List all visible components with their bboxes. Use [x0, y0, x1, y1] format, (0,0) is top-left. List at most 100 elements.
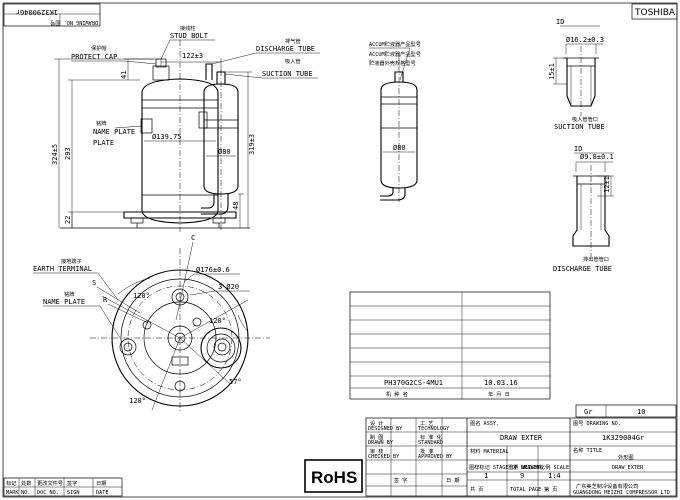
title-value: DRAW EXTER: [612, 465, 644, 471]
model-value: PH370G2CS-4MU1: [384, 379, 443, 387]
dim-16: Ø16.2±0.3: [566, 36, 604, 44]
assy-label: 图名 ASSY.: [470, 419, 499, 427]
name-plate-cn: 铭牌: [96, 119, 106, 127]
company-cn: 广东美芝制冷设备有限公司: [576, 482, 638, 490]
discharge-tube-label: DISCHARGE TUBE: [256, 45, 315, 53]
discharge-tube2-label: DISCHARGE TUBE: [553, 265, 612, 273]
front-view-dimensions: 122±3 41 Ø139.75 Ø80 324±5 293 319±3 48 …: [51, 52, 256, 228]
rev-count: 处数: [21, 479, 32, 487]
stage-value: 1: [484, 472, 488, 480]
designed-cn: 设 计: [370, 419, 384, 427]
dwg-no-label: 图号 DRAWING NO.: [573, 420, 621, 427]
stud-bolt-cn: 接线柱: [180, 24, 196, 32]
weight-label: 重量 WEIGHT: [508, 463, 540, 471]
dim-122: 122±3: [182, 52, 203, 60]
angle-120-b: 120°: [209, 317, 226, 325]
rev-doc: 更改文件号: [37, 479, 63, 487]
suction-tube2-cn: 吸入管管口: [572, 115, 598, 123]
dim-48: 48: [232, 202, 240, 210]
page-label: 第 页: [544, 485, 558, 493]
rotated-drawing-no-value: 1K329004Gr: [16, 8, 58, 16]
rev-mark: 标记: [6, 479, 16, 487]
suction-tube2-label: SUCTION TUBE: [554, 123, 605, 131]
standard-label: STANDARD: [418, 440, 443, 446]
gr-value: 10: [637, 408, 645, 416]
rotated-drawing-no-label: DRAWING NO. 图号: [50, 19, 98, 26]
compressor-front-view: [60, 40, 250, 232]
dim-324: 324±5: [51, 144, 59, 165]
section-c-label: C: [191, 234, 195, 242]
angle-120-a: 120°: [133, 292, 150, 300]
r-label: R: [103, 296, 108, 304]
bottom-view-annotations: C S R Ø176±0.6 3-Ø20 120° 120° 120° 57° …: [33, 234, 250, 405]
dwg-no-value: 1K329004Gr: [602, 434, 644, 442]
standard-cn: 标 准 化: [420, 433, 442, 441]
scale-value: 1:4: [548, 472, 561, 480]
material-label: 材料 MATERIAL: [470, 447, 508, 455]
designed-label: DESIGNED BY: [368, 426, 403, 432]
gr-label: Gr: [584, 408, 592, 416]
dim-293: 293: [64, 147, 72, 160]
tech-label: TECHNOLOGY: [418, 426, 450, 432]
stud-bolt-label: STUD BOLT: [170, 32, 209, 40]
total-label: TOTAL PAGE: [510, 487, 541, 493]
id-label-1: ID: [556, 18, 564, 26]
rohs-badge: RoHS: [304, 459, 363, 493]
name-plate-label: NAME PLATE: [93, 128, 135, 136]
title-label: 名称 TITLE: [573, 446, 602, 454]
angle-57: 57°: [229, 378, 242, 386]
weight-value: 9: [520, 472, 524, 480]
revision-strip: 标记 处数 更改文件号 签字 日期 MARK NO. DOC NO. SIGN …: [3, 477, 123, 497]
dim-98: Ø9.8±0.1: [580, 153, 614, 161]
earth-terminal-cn: 接地端子: [61, 257, 82, 265]
accum-label-1: ACCUM贮液器产品型号: [369, 40, 421, 48]
approved-cn: 批 准: [420, 447, 434, 455]
dim-139: Ø139.75: [152, 133, 182, 141]
rotated-drawing-no: 1K329004Gr DRAWING NO. 图号: [3, 3, 101, 27]
s-label: S: [92, 279, 96, 287]
discharge-tube2-cn: 排出管管口: [583, 255, 609, 263]
name-plate-label-2: PLATE: [93, 139, 114, 147]
suction-tube-label: SUCTION TUBE: [262, 70, 313, 78]
checked-cn: 审 核: [370, 447, 384, 455]
discharge-tube-cn: 排气管: [285, 37, 301, 45]
dim-22: 22: [64, 216, 72, 224]
dim-319: 319±3: [248, 134, 256, 155]
brand-name: TOSHIBA: [634, 8, 676, 18]
signature-cn: 签 字: [394, 476, 408, 484]
rev-doc-en: DOC NO.: [37, 490, 59, 496]
protect-cap-label: PROTECT CAP: [71, 53, 117, 61]
model-label: 机 种 名: [386, 390, 408, 398]
rev-sign: 签字: [67, 479, 77, 487]
scale-label: 比例 SCALE: [540, 463, 569, 471]
suction-tube-detail: ID Ø16.2±0.3 15±1 吸入管管口 SUCTION TUBE: [548, 18, 605, 131]
rev-date-en: DATE: [96, 490, 109, 496]
dim-176: Ø176±0.6: [196, 266, 230, 274]
discharge-tube-detail: ID Ø9.8±0.1 12±1 排出管管口 DISCHARGE TUBE: [553, 145, 614, 273]
date-label: 年 月 日: [488, 390, 510, 398]
front-view-callouts: 保护帽 PROTECT CAP 接线柱 STUD BOLT 排气管 DISCHA…: [71, 24, 320, 147]
spec-table: PH370G2CS-4MU1 10.03.16 机 种 名 年 月 日: [349, 291, 551, 400]
name-plate2-cn: 铭牌: [64, 290, 74, 298]
id-label-2: ID: [574, 145, 582, 153]
rohs-text: RoHS: [311, 468, 357, 487]
total-value: 共 页: [470, 485, 484, 493]
compressor-bottom-view: [90, 248, 270, 412]
brand-box: TOSHIBA: [631, 3, 678, 20]
assy-value: DRAW EXTER: [500, 434, 543, 442]
accum-label-3: 贮液器外壳规格型号: [369, 59, 416, 67]
rev-date: 日期: [96, 480, 106, 487]
dim-80: Ø80: [218, 148, 231, 156]
earth-terminal-label: EARTH TERMINAL: [33, 265, 92, 273]
accum-label-2: ACCUM贮液器产品型号: [369, 50, 421, 58]
title-block: Gr 10 设 计 DESIGNED BY 工 艺 TECHNOLOGY 制 图…: [365, 404, 677, 497]
date-value: 10.03.16: [484, 379, 518, 387]
angle-120-c: 120°: [129, 397, 146, 405]
drawn-cn: 制 图: [370, 433, 384, 441]
checked-label: CHECKED BY: [368, 454, 400, 460]
approved-label: APPROVED BY: [418, 454, 453, 460]
company-en: GUANGDONG MEIZHI COMPRESSOR LTD: [573, 490, 670, 496]
tech-cn: 工 艺: [420, 420, 434, 427]
